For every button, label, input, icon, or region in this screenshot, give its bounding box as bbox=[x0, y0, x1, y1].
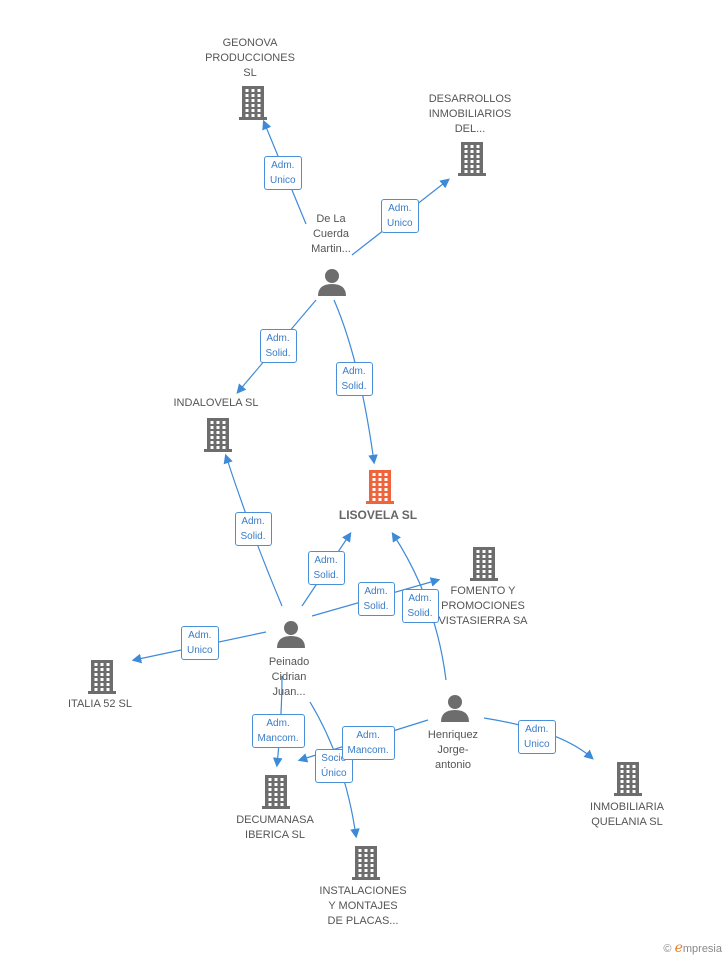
edge-label-peinado-to-indalovela[interactable]: Adm. Solid. bbox=[234, 512, 272, 546]
edge-label-peinado-to-decumanasa[interactable]: Adm. Mancom. bbox=[251, 714, 305, 748]
edge-label-delacuerda-to-lisovela[interactable]: Adm. Solid. bbox=[335, 362, 373, 396]
copyright-symbol: © bbox=[663, 943, 672, 955]
building-icon[interactable] bbox=[202, 416, 234, 457]
building-icon[interactable] bbox=[456, 140, 488, 181]
edge-label-henriquez-to-lisovela[interactable]: Adm. Solid. bbox=[401, 589, 439, 623]
building-icon[interactable] bbox=[468, 545, 500, 586]
person-icon[interactable] bbox=[276, 620, 306, 653]
building-icon[interactable] bbox=[612, 760, 644, 801]
edge-label-peinado-to-lisovela[interactable]: Adm. Solid. bbox=[307, 551, 345, 585]
building-icon[interactable] bbox=[260, 773, 292, 814]
node-label-desarrollos[interactable]: DESARROLLOS INMOBILIARIOS DEL... bbox=[428, 93, 512, 135]
building-icon[interactable] bbox=[350, 844, 382, 885]
node-label-fomento[interactable]: FOMENTO Y PROMOCIONES VISTASIERRA SA bbox=[438, 585, 528, 627]
node-label-decumanasa[interactable]: DECUMANASA IBERICA SL bbox=[236, 814, 314, 841]
node-label-delacuerda[interactable]: De La Cuerda Martin... bbox=[311, 213, 351, 255]
node-label-geonova[interactable]: GEONOVA PRODUCCIONES SL bbox=[205, 37, 295, 79]
node-label-indalovela[interactable]: INDALOVELA SL bbox=[173, 397, 259, 409]
edge-label-peinado-to-fomento[interactable]: Adm. Solid. bbox=[357, 582, 395, 616]
edge-label-delacuerda-to-geonova[interactable]: Adm. Unico bbox=[264, 156, 302, 190]
node-label-instalaciones[interactable]: INSTALACIONES Y MONTAJES DE PLACAS... bbox=[319, 885, 407, 927]
edge-label-delacuerda-to-indalovela[interactable]: Adm. Solid. bbox=[259, 329, 297, 363]
building-icon[interactable] bbox=[237, 84, 269, 125]
node-label-lisovela[interactable]: LISOVELA SL bbox=[338, 508, 418, 522]
edge-label-henriquez-to-inmobiliaria[interactable]: Adm. Unico bbox=[518, 720, 556, 754]
brand-name: mpresia bbox=[682, 943, 722, 955]
edge-label-henriquez-to-decumanasa[interactable]: Adm. Mancom. bbox=[341, 726, 395, 760]
node-label-inmobiliaria[interactable]: INMOBILIARIA QUELANIA SL bbox=[590, 801, 664, 828]
watermark: © empresia bbox=[663, 940, 722, 956]
node-label-italia[interactable]: ITALIA 52 SL bbox=[67, 698, 132, 710]
building-icon[interactable] bbox=[364, 468, 396, 509]
brand-initial: e bbox=[674, 940, 683, 956]
node-label-peinado[interactable]: Peinado Cidrian Juan... bbox=[268, 656, 310, 698]
node-label-henriquez[interactable]: Henriquez Jorge- antonio bbox=[427, 729, 479, 771]
edge-label-peinado-to-italia[interactable]: Adm. Unico bbox=[181, 626, 219, 660]
person-icon[interactable] bbox=[317, 268, 347, 301]
person-icon[interactable] bbox=[440, 694, 470, 727]
building-icon[interactable] bbox=[86, 658, 118, 699]
edge-label-delacuerda-to-desarrollos[interactable]: Adm. Unico bbox=[381, 199, 419, 233]
